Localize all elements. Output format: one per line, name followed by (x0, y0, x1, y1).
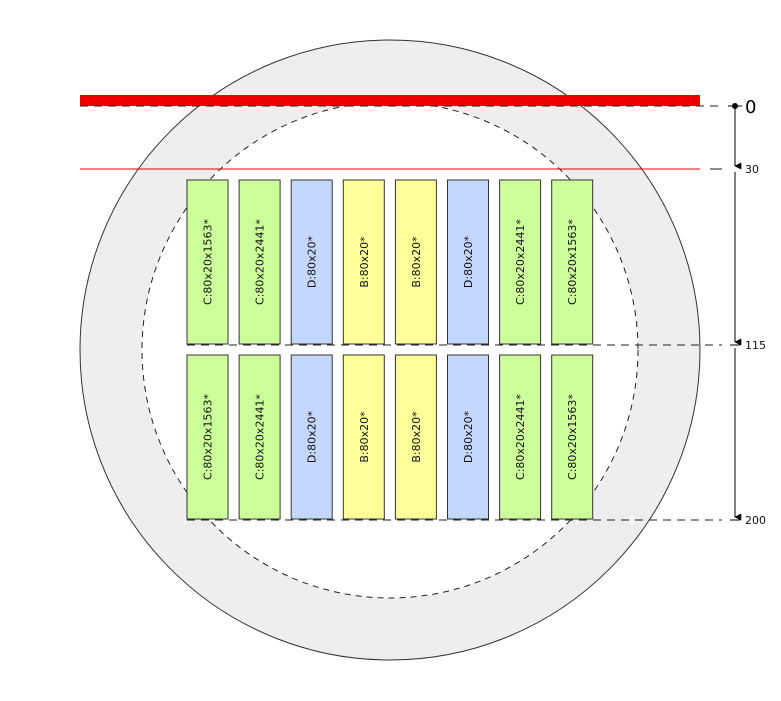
grid-rect-label: C:80x20x2441* (254, 394, 267, 480)
scale-label-30: 30 (745, 163, 759, 176)
grid-rect-label: C:80x20x1563* (202, 219, 215, 305)
grid-rect-shape (499, 354, 542, 520)
grid-rect-r1-c7: C:80x20x2441* (499, 179, 542, 345)
grid-rect-label: C:80x20x2441* (514, 219, 527, 305)
grid-rect-label: C:80x20x1563* (202, 394, 215, 480)
grid-rect-r2-c1: C:80x20x1563* (186, 354, 229, 520)
grid-rect-shape (238, 179, 281, 345)
grid-rect-r2-c2: C:80x20x2441* (238, 354, 281, 520)
grid-rect-label: C:80x20x2441* (514, 394, 527, 480)
grid-rect-r1-c5: B:80x20* (394, 179, 437, 345)
grid-rect-label: D:80x20* (306, 235, 319, 288)
grid-rect-label: C:80x20x2441* (254, 219, 267, 305)
grid-rect-label: B:80x20* (358, 411, 371, 463)
rectangle-grid: C:80x20x1563* C:80x20x2441* D:80x20* B:80x2… (186, 179, 594, 520)
grid-rect-r1-c4: B:80x20* (342, 179, 385, 345)
grid-rect-label: D:80x20* (462, 235, 475, 288)
grid-rect-r2-c5: B:80x20* (394, 354, 437, 520)
grid-rect-shape (447, 179, 489, 345)
vertical-scale (728, 103, 742, 521)
grid-rect-shape (290, 179, 333, 345)
grid-rect-shape (447, 354, 489, 520)
scale-label-200: 200 (745, 514, 766, 527)
grid-rect-r2-c3: D:80x20* (290, 354, 333, 520)
grid-rect-shape (394, 354, 437, 520)
grid-rect-r2-c8: C:80x20x1563* (551, 354, 594, 520)
grid-rect-label: C:80x20x1563* (566, 394, 579, 480)
grid-rect-r1-c6: D:80x20* (447, 179, 489, 345)
grid-rect-r1-c8: C:80x20x1563* (551, 179, 594, 345)
grid-rect-label: B:80x20* (410, 411, 423, 463)
grid-rect-r2-c7: C:80x20x2441* (499, 354, 542, 520)
grid-rect-shape (342, 354, 385, 520)
grid-rect-shape (186, 354, 229, 520)
grid-rect-r1-c2: C:80x20x2441* (238, 179, 281, 345)
grid-rect-r2-c6: D:80x20* (447, 354, 489, 520)
scale-label-115: 115 (745, 339, 766, 352)
grid-rect-label: B:80x20* (358, 236, 371, 288)
grid-rect-shape (499, 179, 542, 345)
scale-label-0: 0 (745, 97, 756, 118)
grid-rect-shape (186, 179, 229, 345)
grid-rect-label: D:80x20* (462, 410, 475, 463)
grid-rect-label: C:80x20x1563* (566, 219, 579, 305)
grid-rect-r1-c1: C:80x20x1563* (186, 179, 229, 345)
grid-rect-label: D:80x20* (306, 410, 319, 463)
grid-rect-shape (238, 354, 281, 520)
inner-dashed-circle (141, 101, 639, 599)
grid-rect-shape (551, 354, 594, 520)
grid-rect-shape (394, 179, 437, 345)
grid-rect-shape (290, 354, 333, 520)
grid-rect-r2-c4: B:80x20* (342, 354, 385, 520)
grid-rect-shape (551, 179, 594, 345)
grid-rect-r1-c3: D:80x20* (290, 179, 333, 345)
grid-rect-label: B:80x20* (410, 236, 423, 288)
top-red-bar (80, 95, 700, 106)
grid-rect-shape (342, 179, 385, 345)
